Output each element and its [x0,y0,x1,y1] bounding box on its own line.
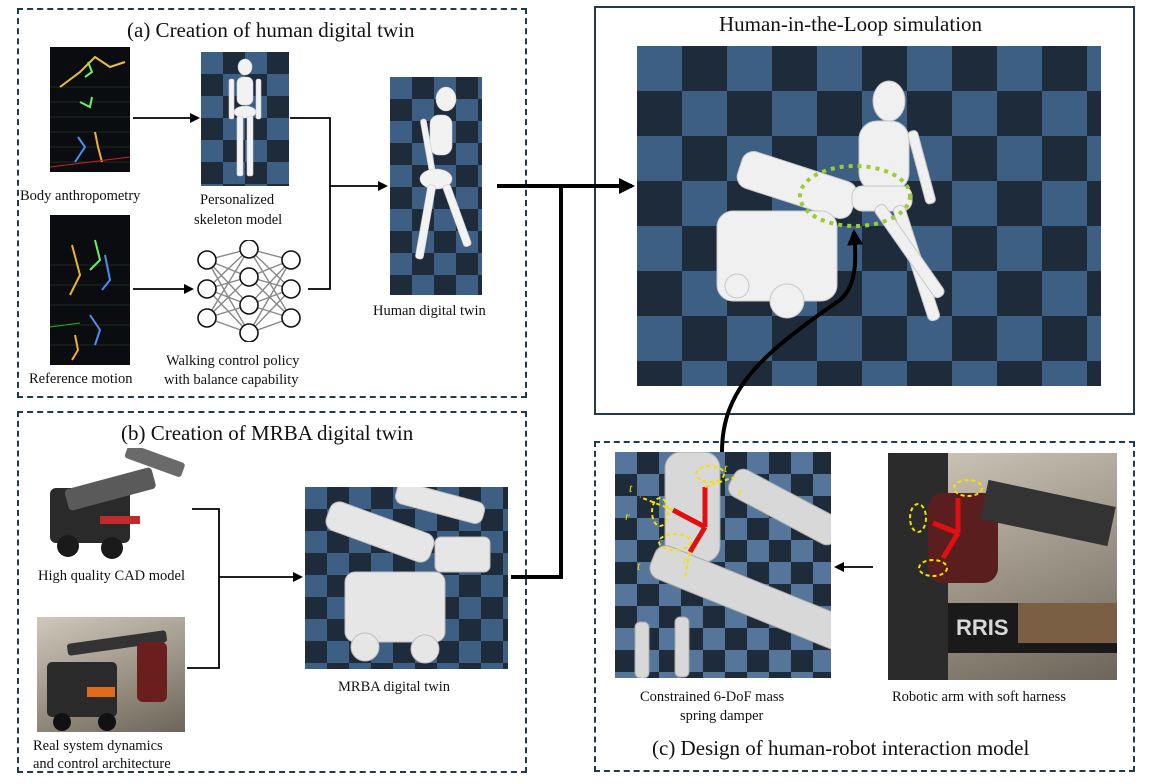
cad-model-label: High quality CAD model [38,568,186,584]
axis-label-tz: t [724,461,728,475]
damper-label-2: spring damper [680,708,764,724]
personalized-skeleton-image [201,52,289,186]
walking-policy-label-1: Walking control policy [166,353,300,369]
panel-human-digital-twin [17,8,527,398]
panel-a-title: (a) Creation of human digital twin [127,18,415,42]
axis-label-tx: t [629,481,633,495]
personalized-skeleton-label-1: Personalized [200,192,275,208]
reference-motion-image [50,215,130,365]
walking-policy-label-2: with balance capability [164,372,299,388]
real-system-label-1: Real system dynamics [33,738,163,754]
neural-network-diagram [197,240,301,342]
real-system-image [37,617,185,732]
real-system-label-2: and control architecture [33,756,171,772]
mrba-digital-twin-label: MRBA digital twin [338,679,450,695]
hitl-title: Human-in-the-Loop simulation [719,12,983,36]
axis-label-ty: t [637,559,641,573]
panel-c-title: (c) Design of human-robot interaction mo… [652,736,1030,760]
axis-label-rz: r [738,485,743,499]
body-anthropometry-label: Body anthropometry [20,188,141,204]
human-digital-twin-label: Human digital twin [373,303,486,319]
damper-label-1: Constrained 6-DoF mass [640,689,785,705]
personalized-skeleton-label-2: skeleton model [194,212,283,228]
axis-label-ry: r [683,553,688,567]
hitl-simulation-image [637,46,1101,386]
body-anthropometry-image [50,47,130,172]
panel-mrba-digital-twin [17,411,527,773]
robotic-arm-label: Robotic arm with soft harness [892,689,1066,705]
mrba-digital-twin-image [305,487,508,669]
reference-motion-label: Reference motion [29,371,133,387]
robotic-arm-photo: RRIS [888,453,1117,680]
damper-model-image: t r t r t r [615,452,831,678]
cad-model-image [40,448,190,563]
panel-interaction-model [594,441,1135,772]
panel-hitl-simulation [594,6,1135,415]
photo-brand-text: RRIS [956,615,1009,640]
axis-label-rx: r [625,509,630,523]
panel-b-title: (b) Creation of MRBA digital twin [121,421,414,445]
human-digital-twin-image [390,77,482,295]
